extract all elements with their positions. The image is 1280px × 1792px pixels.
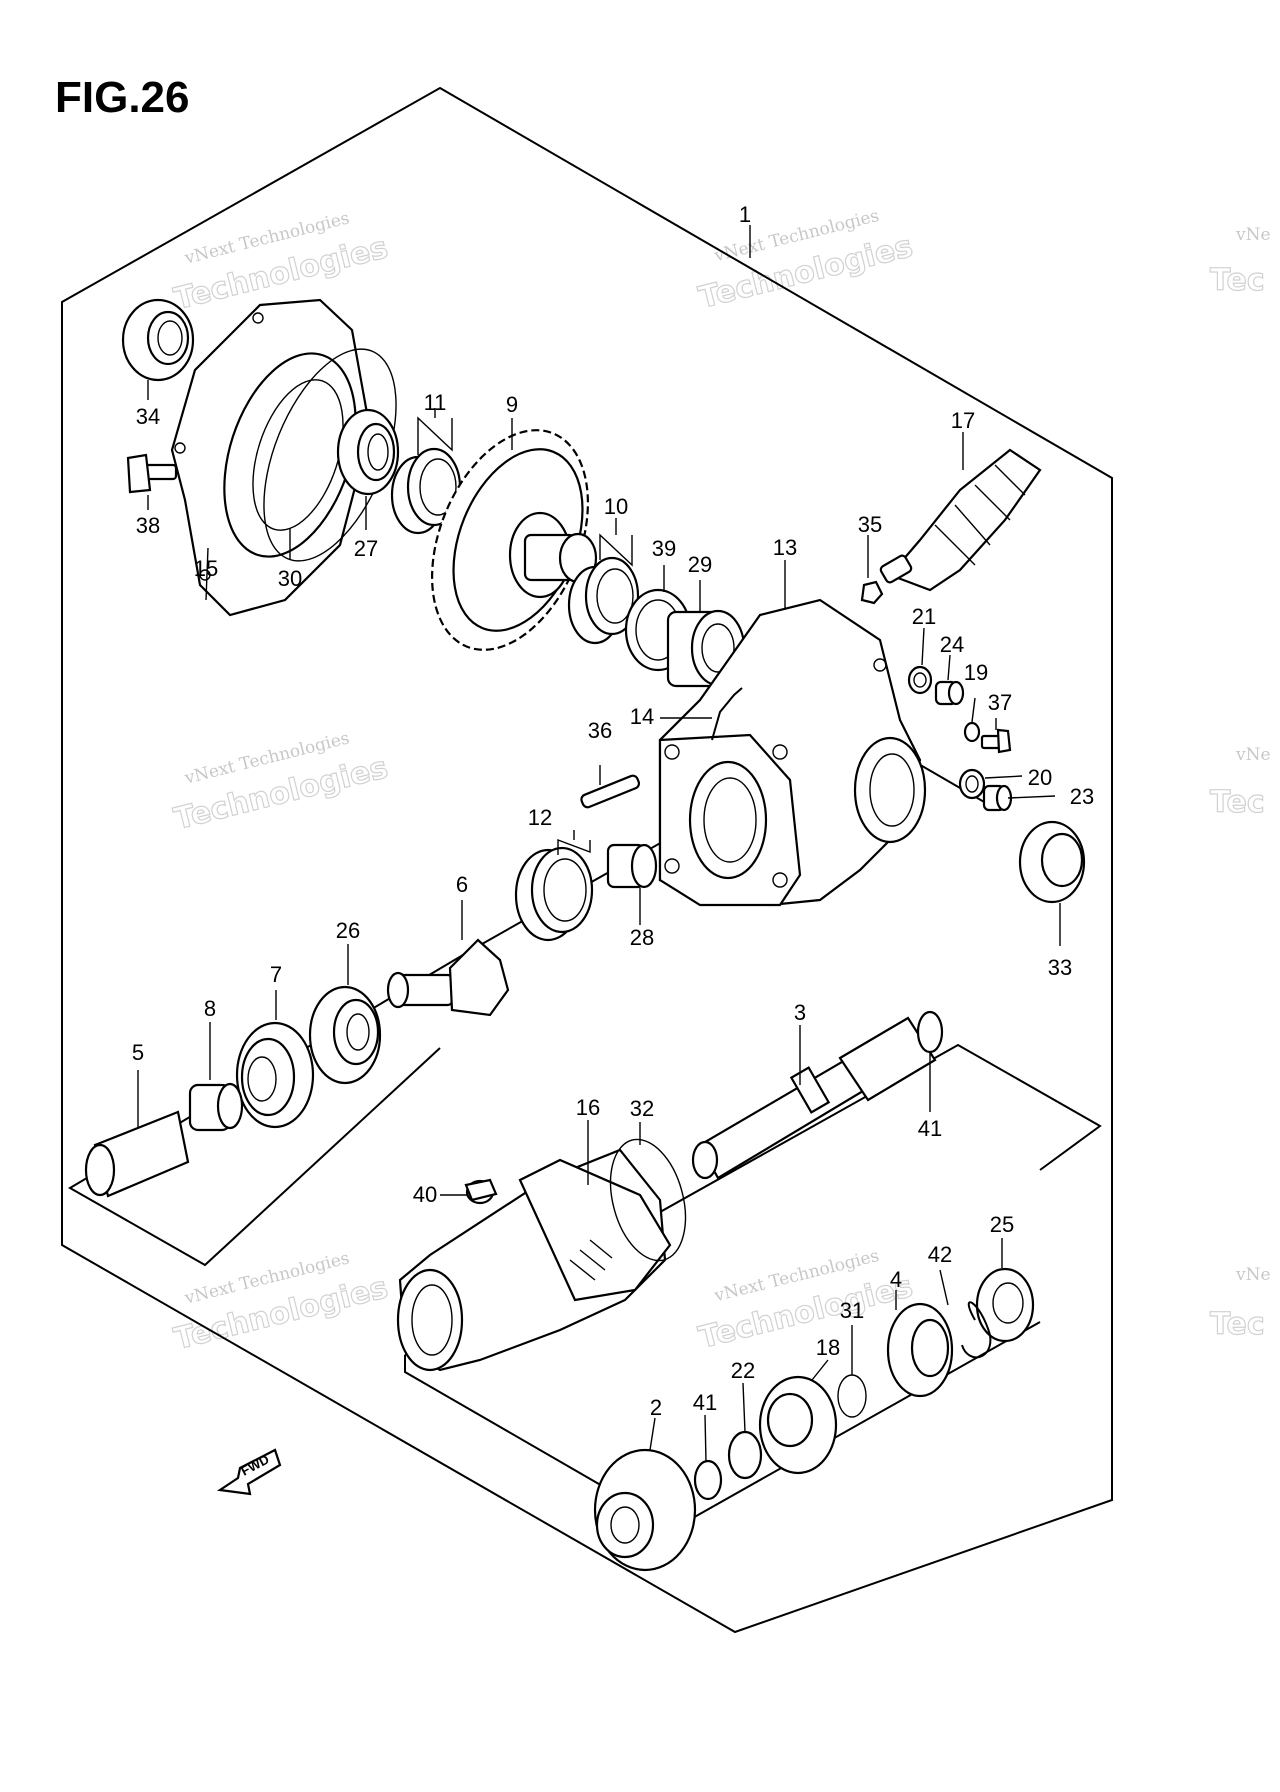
callout-11: 11: [424, 390, 447, 415]
watermark-text: vNe: [1235, 745, 1271, 765]
seal-4: [886, 1302, 954, 1398]
leader-lines: [137, 225, 1061, 1463]
output-shaft-3: [691, 1016, 937, 1180]
nut-35: [860, 580, 884, 605]
circlip-41-lower: [693, 1459, 723, 1501]
circlip-41: [916, 1010, 944, 1054]
callout-29: 29: [688, 552, 712, 577]
callout-10: 10: [604, 494, 628, 519]
assembly-boundary: [61, 86, 1113, 1634]
callout-4: 4: [890, 1267, 902, 1292]
watermark-text: vNe: [1235, 1265, 1271, 1285]
bolt-37: [980, 728, 1012, 754]
callout-23: 23: [1070, 784, 1094, 809]
callout-27: 27: [354, 536, 378, 561]
callout-35: 35: [858, 512, 882, 537]
forward-direction-arrow: FWD: [216, 1448, 282, 1496]
washer-19: [963, 721, 981, 743]
callout-9: 9: [506, 392, 518, 417]
oil-seal-33: [1018, 820, 1086, 904]
spacer-8: [188, 1082, 244, 1132]
joint-group-boundary: [404, 1321, 1041, 1530]
o-ring-32: [609, 1138, 687, 1262]
ring-gear-9: [431, 429, 598, 651]
washer-21: [907, 665, 933, 695]
callout-32: 32: [630, 1096, 654, 1121]
callout-39: 39: [652, 536, 676, 561]
callout-15: 15: [194, 556, 218, 581]
shim-11: [390, 447, 462, 535]
callout-8: 8: [204, 996, 216, 1021]
bearing-27: [336, 408, 400, 496]
figure-title: FIG.26: [55, 73, 190, 122]
bearing-7: [235, 1021, 315, 1129]
plug-24: [934, 680, 965, 706]
callout-30: 30: [278, 566, 302, 591]
callout-1: 1: [739, 202, 751, 227]
joint-group-boundary: [404, 1043, 1102, 1356]
callout-16: 16: [576, 1095, 600, 1120]
callout-37: 37: [988, 690, 1012, 715]
callout-13: 13: [773, 535, 797, 560]
nut-40: [464, 1178, 498, 1205]
oil-seal-34: [121, 298, 195, 382]
callout-34: 34: [136, 404, 160, 429]
dust-boot-2: [593, 1448, 697, 1572]
bearing-26: [308, 985, 382, 1085]
callout-31: 31: [840, 1298, 864, 1323]
callout-14: 14: [630, 704, 654, 729]
watermark-text: Tec: [1210, 1307, 1265, 1342]
needle-bearing-28: [606, 843, 658, 889]
callout-42: 42: [928, 1242, 952, 1267]
joint-housing-16: [396, 1148, 672, 1372]
watermark-text: vNe: [1235, 225, 1271, 245]
sleeve-5: [84, 1110, 190, 1198]
callout-21: 21: [912, 604, 936, 629]
bearing-25: [975, 1267, 1035, 1343]
washer-20: [958, 768, 986, 800]
callout-2: 2: [650, 1395, 662, 1420]
callout-20: 20: [1028, 765, 1052, 790]
callout-17: 17: [951, 408, 975, 433]
watermark-text: Tec: [1210, 785, 1265, 820]
callout-5: 5: [132, 1040, 144, 1065]
callout-40: 40: [413, 1182, 437, 1207]
shim-10: [567, 556, 640, 645]
breather-hose-14: [711, 687, 743, 741]
o-ring-31: [837, 1374, 867, 1418]
shim-12: [514, 846, 594, 942]
callout-38: 38: [136, 513, 160, 538]
callout-24: 24: [940, 632, 964, 657]
washer-22: [727, 1430, 763, 1480]
pinion-gear-6: [386, 938, 510, 1017]
callout-26: 26: [336, 918, 360, 943]
callout-41-lower: 41: [693, 1390, 717, 1415]
callout-12: 12: [528, 805, 552, 830]
callout-6: 6: [456, 872, 468, 897]
boot-17: [879, 448, 1042, 592]
callout-18: 18: [816, 1335, 840, 1360]
plug-23: [982, 784, 1013, 812]
callout-25: 25: [990, 1212, 1014, 1237]
bolt-38: [126, 453, 178, 494]
circlip-42: [961, 1301, 992, 1359]
callout-labels: 1 2 3 4 5 6 7 8 9 10 11 12 13 14 15 16 1…: [132, 202, 1094, 1420]
callout-19: 19: [964, 660, 988, 685]
callout-36: 36: [588, 718, 612, 743]
callout-28: 28: [630, 925, 654, 950]
gear-case-13: [658, 598, 927, 907]
dust-cover-18: [758, 1375, 838, 1475]
watermark-text: Tec: [1210, 263, 1265, 298]
callout-3: 3: [794, 1000, 806, 1025]
callout-41-upper: 41: [918, 1116, 942, 1141]
callout-33: 33: [1048, 955, 1072, 980]
callout-7: 7: [270, 962, 282, 987]
stud-36: [580, 774, 641, 809]
callout-22: 22: [731, 1358, 755, 1383]
